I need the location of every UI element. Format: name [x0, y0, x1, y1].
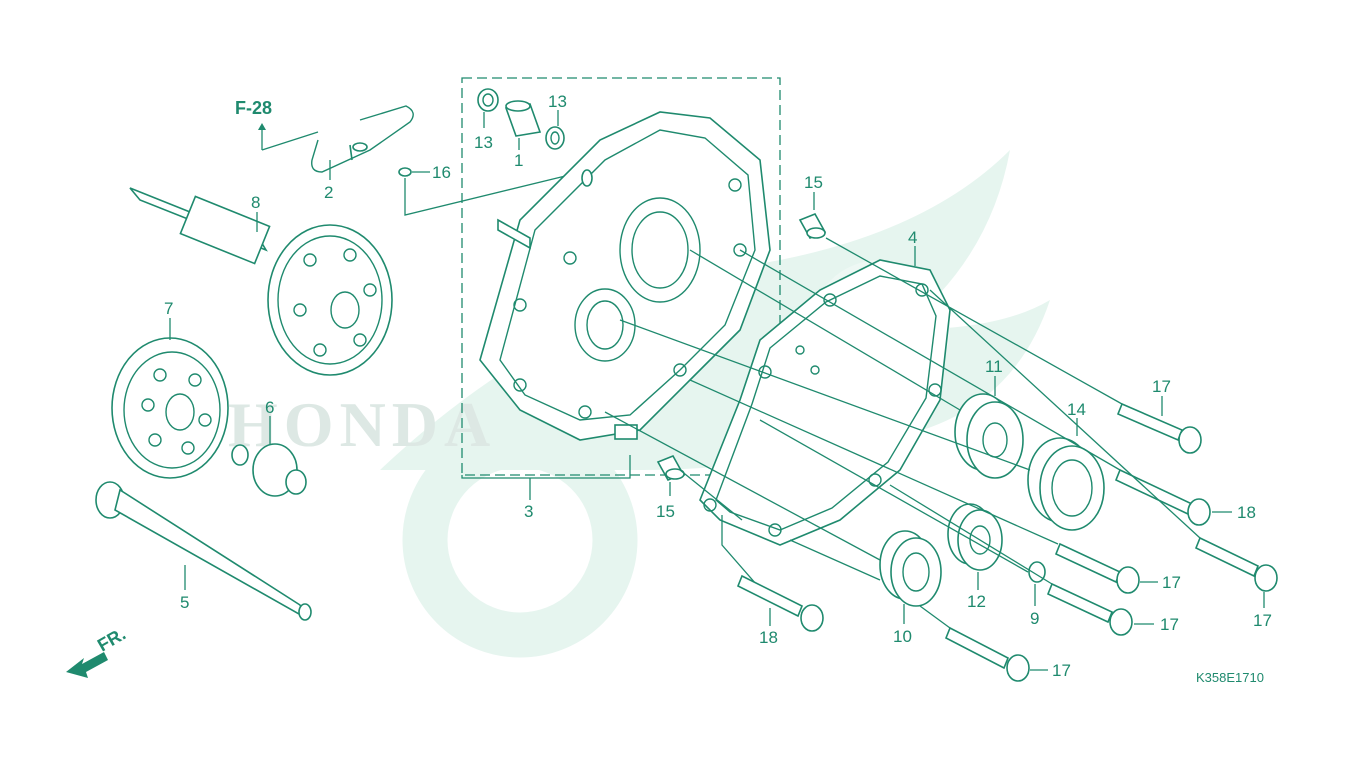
bolt-17-c: [1194, 536, 1278, 592]
callout-17-c: 17: [1253, 611, 1272, 630]
callout-17-d: 17: [1160, 615, 1179, 634]
drawing-code: K358E1710: [1196, 670, 1264, 685]
callout-3: 3: [524, 502, 533, 521]
bolt-18-b: [736, 574, 824, 632]
bolt-17-b: [1054, 542, 1140, 594]
drive-shaft-5: [95, 481, 312, 621]
gasket-4: [699, 259, 951, 546]
callout-14: 14: [1067, 400, 1086, 419]
callout-13-right: 13: [548, 92, 567, 111]
reference-label: F-28: [235, 98, 272, 118]
collar-1: [504, 100, 542, 137]
bolt-17-e: [944, 626, 1030, 682]
front-direction-arrow: FR.: [66, 624, 129, 678]
callout-15-bottom: 15: [656, 502, 675, 521]
callout-2: 2: [324, 183, 333, 202]
oil-seal-14: [1027, 437, 1105, 531]
callout-6: 6: [265, 398, 274, 417]
leader-3: [461, 455, 631, 479]
callout-12: 12: [967, 592, 986, 611]
bolt-18-a: [1114, 468, 1211, 526]
callout-8: 8: [251, 193, 260, 212]
callout-4: 4: [908, 228, 917, 247]
clip-16: [398, 167, 412, 177]
callout-17-a: 17: [1152, 377, 1171, 396]
callouts: 1 2 3 4 5 6 7 8 9 10 11 12 13 13 14 15 1…: [164, 92, 1272, 680]
final-shaft-8: [129, 187, 393, 376]
callout-15-top: 15: [804, 173, 823, 192]
callout-5: 5: [180, 593, 189, 612]
callout-16: 16: [432, 163, 451, 182]
callout-10: 10: [893, 627, 912, 646]
oil-seal-13-right: [545, 126, 565, 150]
gear-6: [231, 443, 307, 497]
transmission-case-3: [479, 111, 771, 441]
bearing-10: [879, 530, 942, 607]
callout-18-a: 18: [1237, 503, 1256, 522]
bearing-11: [954, 393, 1024, 479]
bolt-17-a: [1116, 402, 1202, 454]
callout-18-b: 18: [759, 628, 778, 647]
alignment-lines: [604, 237, 1201, 629]
gear-7: [111, 337, 229, 479]
callout-13-left: 13: [474, 133, 493, 152]
direction-label: FR.: [94, 624, 129, 656]
callout-7: 7: [164, 299, 173, 318]
callout-9: 9: [1030, 609, 1039, 628]
callout-1: 1: [514, 151, 523, 170]
dowel-pin-15-top: [798, 212, 827, 240]
bolt-17-d: [1046, 582, 1133, 636]
breather-tube: [311, 105, 414, 173]
oil-seal-13-left: [477, 88, 499, 112]
callout-17-b: 17: [1162, 573, 1181, 592]
callout-11: 11: [985, 357, 1003, 376]
callout-17-e: 17: [1052, 661, 1071, 680]
